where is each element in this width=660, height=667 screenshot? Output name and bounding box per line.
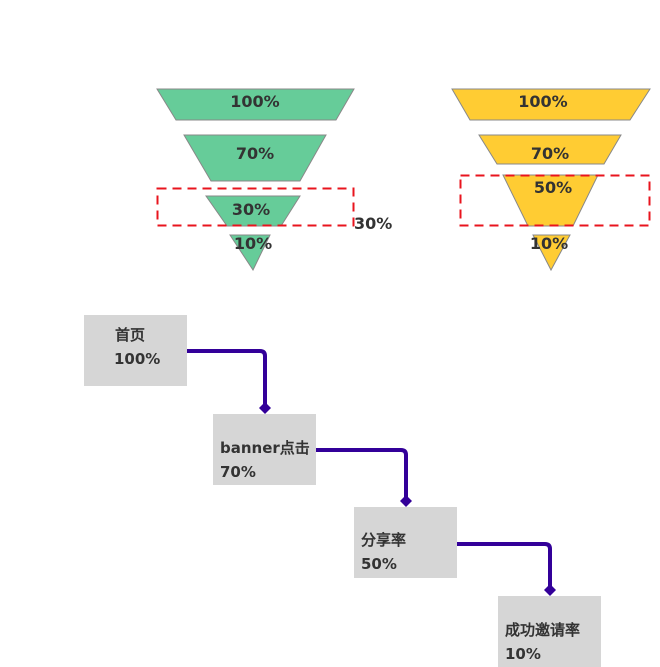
funnel-right-label-3: 50% [533,178,573,197]
step-name: banner点击 [220,439,310,457]
funnel-right [451,88,651,272]
step-value: 10% [505,645,541,663]
flow-step-invite-success: 成功邀请率 10% [498,596,601,667]
highlight-label: 30% [354,214,393,233]
flow-step-banner-click: banner点击 70% [213,414,316,485]
highlight-box-right [459,174,651,227]
funnel-right-label-4: 10% [529,234,569,253]
highlight-box-left [156,187,355,227]
step-name: 分享率 [361,531,407,549]
funnel-right-label-2: 70% [530,144,570,163]
funnel-left-stage-2 [183,134,327,182]
connector-2 [316,448,408,498]
funnel-left-stage-4 [229,234,271,272]
connector-1 [187,349,267,405]
step-name: 首页 [115,326,146,344]
flow-step-share-rate: 分享率 50% [354,507,457,578]
step-name: 成功邀请率 [505,621,581,639]
funnel-left [156,88,355,272]
flow-connectors [187,349,552,587]
step-value: 70% [220,463,256,481]
step-value: 100% [114,350,161,368]
funnel-left-label-1: 100% [230,92,280,111]
connector-arrows [259,402,556,596]
funnel-left-label-4: 10% [233,234,273,253]
diamond-arrow-icon [544,584,556,596]
funnel-left-label-3: 30% [231,200,271,219]
diamond-arrow-icon [400,495,412,507]
step-value: 50% [361,555,397,573]
funnel-right-label-1: 100% [518,92,568,111]
funnel-right-stage-4 [532,234,571,272]
connector-3 [457,542,552,587]
funnel-left-stage-1 [156,88,355,121]
flow-step-home: 首页 100% [84,315,187,386]
diamond-arrow-icon [259,402,271,414]
funnel-right-stage-1 [451,88,651,121]
funnel-left-label-2: 70% [235,144,275,163]
funnel-right-stage-2 [478,134,622,165]
